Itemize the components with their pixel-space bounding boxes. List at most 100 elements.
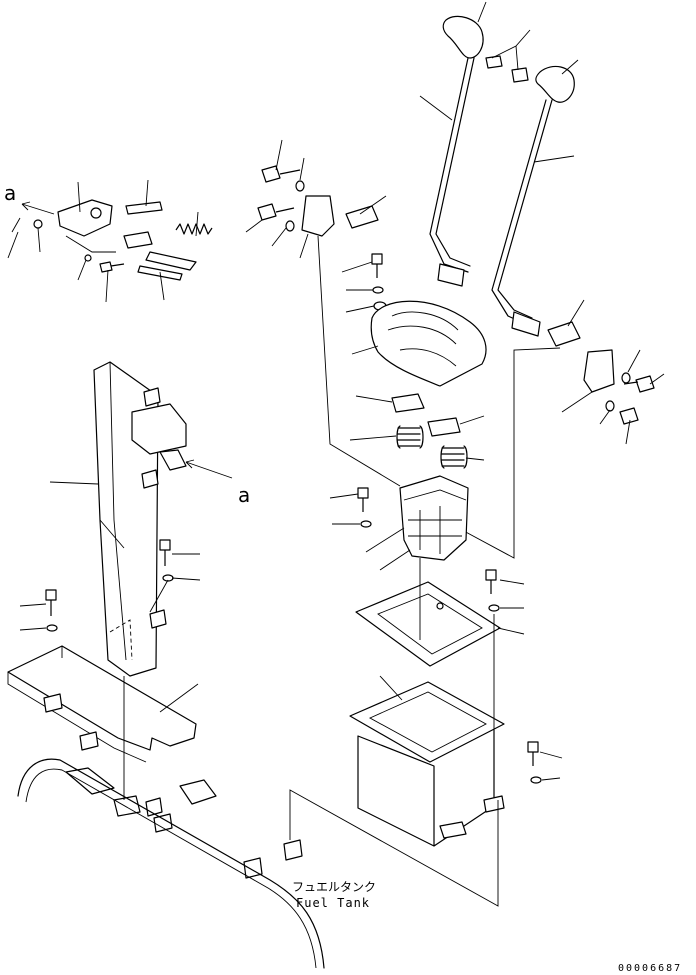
lever-knob-left xyxy=(442,15,484,59)
column-block-3 xyxy=(149,609,167,629)
column-block-1 xyxy=(143,387,161,407)
spacer-plate-right xyxy=(427,417,461,437)
valve-base-group xyxy=(283,558,563,907)
leader-lines-column xyxy=(49,481,201,613)
link-plate-right xyxy=(547,321,581,347)
leader-lines-right xyxy=(561,299,665,445)
washer-right-upper xyxy=(621,372,631,384)
cover-plate xyxy=(7,645,197,751)
leader-lines-floor xyxy=(19,603,199,713)
pin-small xyxy=(11,217,21,233)
leader-lines-top-center xyxy=(245,139,387,259)
case-mount-tab xyxy=(439,821,467,839)
view-label-a-top: a xyxy=(4,181,16,205)
link-plate-left xyxy=(345,205,379,229)
linkage-spring xyxy=(175,223,213,235)
right-bracket-group xyxy=(461,299,665,559)
lever-bracket-right xyxy=(583,349,615,393)
column-clip xyxy=(159,449,187,471)
washer xyxy=(33,219,43,229)
mount-block-8 xyxy=(243,857,263,879)
base-washer-right xyxy=(488,604,500,612)
washer-right-lower xyxy=(605,400,615,412)
valve-bolt-top xyxy=(371,253,383,278)
valve-bolt-left xyxy=(357,487,369,512)
guide-line-case xyxy=(289,614,499,907)
bolt-right-upper xyxy=(623,375,655,393)
valve-washer-top xyxy=(372,286,384,294)
valve-spring-left xyxy=(396,425,424,449)
floor-spacer xyxy=(283,839,303,861)
knob-bolt-b xyxy=(511,67,529,83)
floor-plate-group: フュエルタンク Fuel Tank xyxy=(7,589,376,969)
bolt-lower-left xyxy=(257,203,295,221)
lever-foot-right xyxy=(511,311,541,337)
leader-lines-levers xyxy=(419,1,579,163)
spacer-plate-left xyxy=(391,393,425,413)
washer-lower xyxy=(285,220,295,232)
fuel-tank-label-en: Fuel Tank xyxy=(296,896,370,910)
mount-block-7 xyxy=(179,779,217,805)
left-washer xyxy=(46,624,58,632)
lever-foot-left xyxy=(437,263,465,287)
lever-bracket-left xyxy=(301,195,335,237)
case-mount-tab-right xyxy=(483,795,505,813)
left-bolt xyxy=(45,589,57,616)
bolt-upper-left xyxy=(261,165,301,183)
linkage-pin xyxy=(125,201,163,215)
gasket-hole xyxy=(436,602,444,610)
case-bolt xyxy=(527,741,539,766)
column-bracket-top xyxy=(131,403,187,455)
top-bracket-group xyxy=(245,139,401,487)
gasket-plate-inner xyxy=(377,593,483,655)
case-top-opening xyxy=(368,691,487,753)
mount-block-6 xyxy=(153,813,173,833)
linkage-block xyxy=(123,231,153,249)
fuel-tank-outline xyxy=(17,758,325,969)
washer-small xyxy=(84,254,92,262)
lever-rod-right xyxy=(491,99,553,327)
leader-lines-valve xyxy=(329,261,485,571)
fuel-tank-inner-edge xyxy=(25,768,317,969)
pilot-valve-body xyxy=(399,475,469,561)
case-top-flange xyxy=(349,681,505,763)
mount-block-3 xyxy=(65,767,115,795)
boot-ribs xyxy=(387,311,459,367)
bracket-hole xyxy=(90,207,102,219)
leader-lines-top-left xyxy=(7,179,199,303)
leader-lines-base xyxy=(379,579,563,781)
column-hole-dash xyxy=(109,619,133,661)
case-box xyxy=(357,730,495,847)
view-arrow-a-top xyxy=(21,201,55,215)
view-arrow-a-mid xyxy=(185,459,233,479)
lever-rod-left xyxy=(429,57,475,273)
case-washer xyxy=(530,776,542,784)
bolt xyxy=(99,261,125,273)
valve-spring-right xyxy=(440,445,468,469)
mount-block-1 xyxy=(43,693,63,713)
column-support-edge xyxy=(99,361,127,661)
guide-line-bracket xyxy=(317,235,401,487)
drawing-code: 00006687 xyxy=(618,963,682,974)
mount-block-2 xyxy=(79,731,99,751)
cover-plate-edge xyxy=(7,646,147,763)
linkage-plate xyxy=(145,251,197,271)
washer-upper xyxy=(295,180,305,192)
bolt-right-lower xyxy=(619,407,639,425)
linkage-bracket xyxy=(57,199,113,237)
valve-body-detail xyxy=(403,489,467,554)
view-label-a-mid: a xyxy=(238,483,250,507)
column-block-2 xyxy=(141,469,159,489)
base-bolt-right xyxy=(485,569,497,594)
knob-bolt-a xyxy=(485,55,503,69)
fuel-tank-label-jp: フュエルタンク xyxy=(292,880,376,894)
lever-knob-right xyxy=(535,65,575,103)
valve-washer-left xyxy=(360,520,372,528)
guide-line-right-bracket xyxy=(461,347,561,559)
column-support-group: a xyxy=(49,361,250,677)
gasket-plate xyxy=(355,581,501,667)
control-levers-group xyxy=(419,1,579,337)
linkage-detail-group: a xyxy=(4,179,213,303)
pilot-valve-group xyxy=(329,253,487,571)
